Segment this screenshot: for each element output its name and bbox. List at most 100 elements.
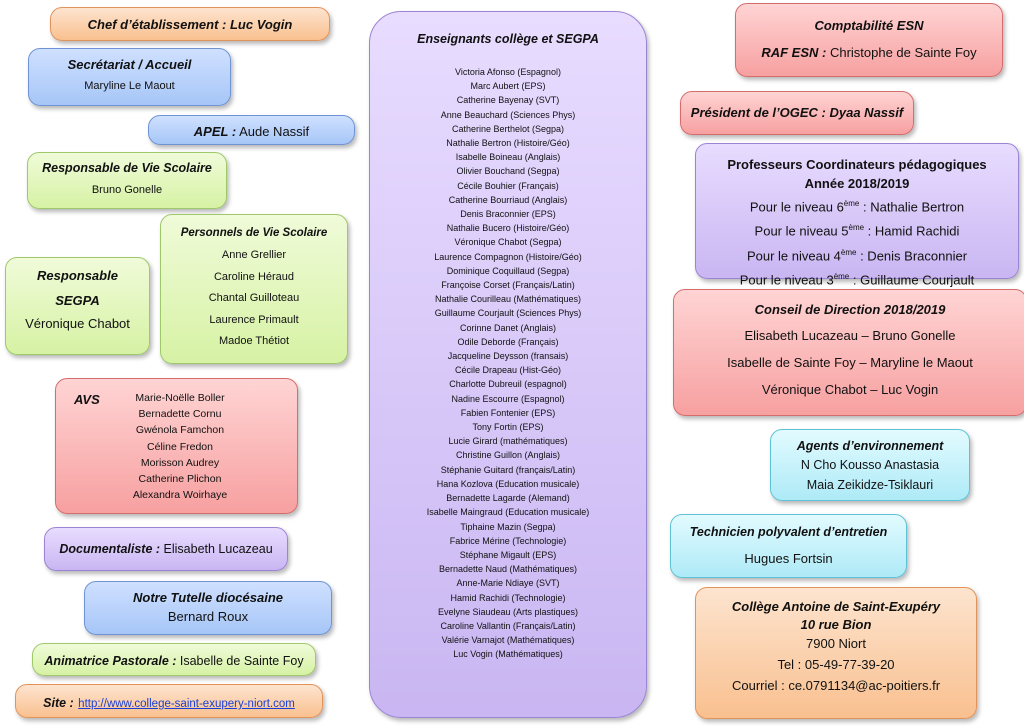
teacher-entry: Fabien Fontenier (EPS) — [460, 407, 556, 418]
agents-title: Agents d’environnement — [796, 439, 944, 453]
chef-box: Chef d’établissement : Luc Vogin — [50, 7, 330, 41]
teacher-entry: Christine Guillon (Anglais) — [455, 450, 561, 461]
resp-vie-name: Bruno Gonelle — [91, 184, 163, 196]
teacher-entry: Corinne Danet (Anglais) — [459, 322, 557, 333]
teacher-entry: Luc Vogin (Mathématiques) — [453, 649, 563, 660]
teacher-entry: Stéphanie Guitard (français/Latin) — [440, 464, 576, 475]
secretariat-name: Maryline Le Maout — [84, 80, 175, 92]
teacher-entry: Denis Braconnier (EPS) — [460, 209, 556, 220]
site-link[interactable]: http://www.college-saint-exupery-niort.c… — [78, 698, 295, 710]
college-box: Collège Antoine de Saint-Exupéry 10 rue … — [695, 587, 977, 719]
site-box: Site : http://www.college-saint-exupery-… — [15, 684, 323, 718]
teacher-entry: Hana Kozlova (Education musicale) — [436, 478, 580, 489]
teacher-entry: Victoria Afonso (Espagnol) — [455, 67, 561, 77]
teacher-entry: Françoise Corset (Français/Latin) — [441, 280, 575, 291]
apel-box: APEL : Aude Nassif — [148, 115, 355, 145]
chef-label: Chef d’établissement : Luc Vogin — [87, 17, 293, 32]
agents-box: Agents d’environnement N Cho Kousso Anas… — [770, 429, 970, 501]
segpa-title-2: SEGPA — [55, 293, 100, 308]
ogec-box: Président de l’OGEC : Dyaa Nassif — [680, 91, 914, 135]
avs-name: Marie-Noëlle Boller — [135, 392, 225, 404]
personnels-box: Personnels de Vie Scolaire Anne Grellier… — [160, 214, 348, 364]
coord-title-2: Année 2018/2019 — [804, 176, 910, 191]
teacher-entry: Véronique Chabot (Segpa) — [454, 237, 562, 248]
conseil-line: Elisabeth Lucazeau – Bruno Gonelle — [744, 328, 956, 343]
teacher-entry: Nathalie Bucero (Histoire/Géo) — [446, 223, 570, 234]
segpa-title-1: Responsable — [37, 268, 118, 283]
teacher-entry: Nadine Escourre (Espagnol) — [451, 393, 565, 404]
coord-title-1: Professeurs Coordinateurs pédagogiques — [727, 157, 987, 172]
teacher-entry: Tony Fortin (EPS) — [472, 422, 544, 433]
avs-box: AVS Marie-Noëlle Boller Bernadette Cornu… — [55, 378, 298, 514]
teacher-entry: Catherine Bourriaud (Anglais) — [448, 194, 568, 205]
conseil-line: Véronique Chabot – Luc Vogin — [761, 382, 939, 397]
teacher-entry: Nathalie Courilleau (Mathématiques) — [434, 294, 582, 305]
conseil-line: Isabelle de Sainte Foy – Maryline le Mao… — [727, 355, 973, 370]
teacher-entry: Dominique Coquillaud (Segpa) — [446, 265, 570, 276]
teacher-entry: Valérie Varnajot (Mathématiques) — [441, 635, 575, 646]
segpa-box: Responsable SEGPA Véronique Chabot — [5, 257, 150, 355]
site-label: Site : — [43, 696, 74, 710]
teacher-entry: Evelyne Siaudeau (Arts plastiques) — [437, 606, 579, 617]
personnel-name: Caroline Héraud — [213, 270, 295, 283]
teacher-entry: Lucie Girard (mathématiques) — [448, 436, 568, 447]
coord-row: Pour le niveau 5ème : Hamid Rachidi — [754, 223, 960, 239]
avs-name: Céline Fredon — [147, 440, 213, 453]
resp-vie-title: Responsable de Vie Scolaire — [42, 161, 212, 175]
personnel-name: Anne Grellier — [221, 249, 287, 261]
conseil-title: Conseil de Direction 2018/2019 — [754, 302, 946, 317]
teacher-entry: Bernadette Naud (Mathématiques) — [438, 564, 578, 575]
teacher-entry: Guillaume Courjault (Sciences Phys) — [434, 308, 582, 319]
teacher-entry: Caroline Vallantin (Français/Latin) — [440, 620, 576, 631]
agent-name: Maia Zeikidze-Tsiklauri — [806, 478, 934, 492]
teacher-entry: Jacqueline Deysson (fransais) — [447, 351, 569, 362]
technicien-name: Hugues Fortsin — [744, 551, 833, 566]
teacher-entry: Charlotte Dubreuil (espagnol) — [449, 379, 567, 390]
tutelle-name: Bernard Roux — [167, 609, 249, 624]
avs-name: Alexandra Woirhaye — [132, 489, 228, 502]
teacher-entry: Cécile Drapeau (Hist-Géo) — [454, 365, 562, 376]
college-city: 7900 Niort — [806, 636, 866, 651]
animatrice-name: Isabelle de Sainte Foy — [176, 654, 304, 668]
documentaliste-label: Documentaliste : — [59, 542, 161, 556]
teacher-entry: Tiphaine Mazin (Segpa) — [460, 521, 556, 532]
compta-name: Christophe de Sainte Foy — [826, 45, 977, 60]
technicien-title: Technicien polyvalent d’entretien — [689, 525, 888, 539]
teacher-entry: Anne Beauchard (Sciences Phys) — [440, 109, 576, 120]
college-title-2: 10 rue Bion — [800, 617, 872, 632]
technicien-box: Technicien polyvalent d’entretien Hugues… — [670, 514, 907, 578]
conseil-box: Conseil de Direction 2018/2019 Elisabeth… — [673, 289, 1024, 416]
compta-box: Comptabilité ESN RAF ESN : Christophe de… — [735, 3, 1003, 77]
teacher-entry: Bernadette Lagarde (Alemand) — [446, 493, 570, 504]
apel-name: Aude Nassif — [236, 124, 310, 139]
personnel-name: Madoe Thétiot — [218, 335, 290, 347]
compta-label: RAF ESN : — [761, 45, 827, 60]
teacher-entry: Fabrice Mérine (Technologie) — [449, 535, 567, 546]
teacher-entry: Olivier Bouchand (Segpa) — [456, 166, 560, 177]
coord-row: Pour le niveau 6ème : Nathalie Bertron — [749, 199, 965, 215]
documentaliste-name: Elisabeth Lucazeau — [160, 542, 273, 556]
resp-vie-box: Responsable de Vie Scolaire Bruno Gonell… — [27, 152, 227, 209]
teacher-entry: Catherine Berthelot (Segpa) — [451, 123, 565, 134]
teacher-list: Victoria Afonso (Espagnol)Marc Aubert (E… — [370, 65, 646, 662]
coord-row: Pour le niveau 4ème : Denis Braconnier — [746, 247, 968, 263]
avs-name: Morisson Audrey — [140, 456, 220, 469]
avs-name: Catherine Plichon — [138, 473, 222, 486]
secretariat-box: Secrétariat / Accueil Maryline Le Maout — [28, 48, 231, 106]
college-title-1: Collège Antoine de Saint-Exupéry — [731, 599, 941, 614]
teacher-entry: Isabelle Maingraud (Education musicale) — [426, 507, 590, 518]
teacher-entry: Odile Deborde (Français) — [457, 336, 559, 347]
teacher-entry: Stéphane Migault (EPS) — [459, 549, 557, 560]
teacher-entry: Cécile Bouhier (Français) — [457, 180, 559, 191]
personnel-name: Laurence Primault — [209, 313, 299, 326]
segpa-name: Véronique Chabot — [25, 316, 130, 331]
tutelle-box: Notre Tutelle diocésaine Bernard Roux — [84, 581, 332, 635]
coord-box: Professeurs Coordinateurs pédagogiques A… — [695, 143, 1019, 287]
animatrice-label: Animatrice Pastorale : — [44, 654, 177, 668]
tutelle-title: Notre Tutelle diocésaine — [132, 590, 284, 605]
personnels-title: Personnels de Vie Scolaire — [180, 227, 328, 239]
agent-name: N Cho Kousso Anastasia — [800, 458, 940, 472]
compta-title: Comptabilité ESN — [814, 18, 924, 33]
teacher-entry: Hamid Rachidi (Technologie) — [450, 592, 566, 603]
avs-name: Gwénola Famchon — [135, 424, 225, 437]
